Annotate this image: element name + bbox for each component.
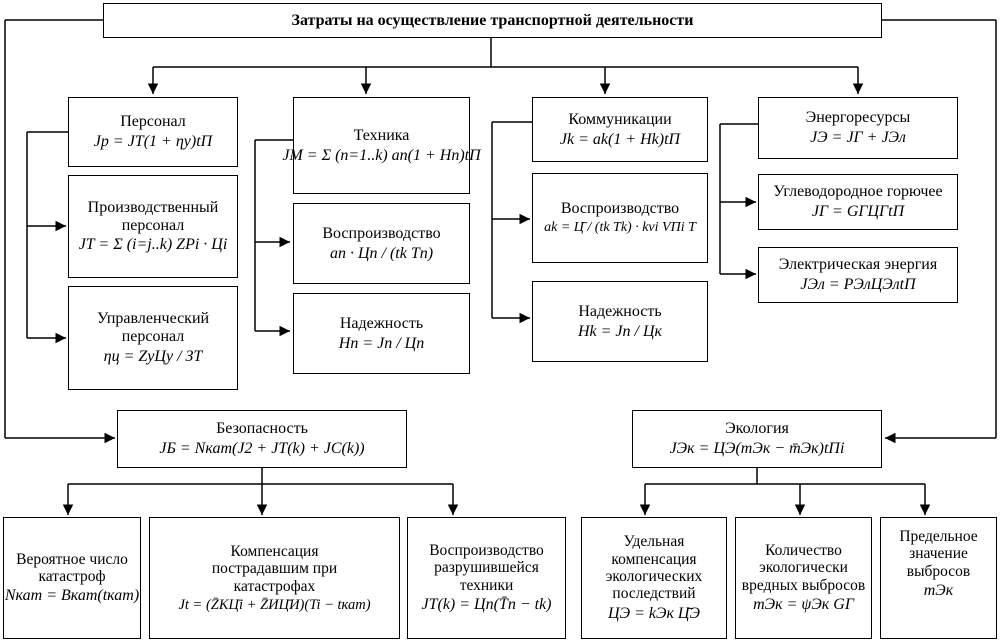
- personnel-title: Персонал: [120, 113, 186, 131]
- destroyed-technics-formula: JT(k) = Цn(T̄n − tk): [421, 596, 552, 614]
- emission-limit-box: Предельное значение выбросов mЭк: [880, 517, 997, 639]
- safety-box: Безопасность JБ = Nкат(J2 + JT(k) + JC(k…: [117, 410, 407, 468]
- technics-reliability-title: Надежность: [339, 314, 424, 332]
- victims-compensation-formula: Jt = (Z̄KЦ̄i + Z̄ИЦ̄И)(Ti − tкат): [178, 596, 371, 613]
- fuel-box: Углеводородное горючее JГ = GГЦГtП: [758, 174, 958, 230]
- ecological-compensation-box: Удельная компенсация экологических после…: [581, 517, 727, 639]
- energy-box: Энергоресурсы JЭ = JГ + JЭл: [758, 97, 958, 159]
- personnel-formula: Jp = JT(1 + ηу)tП: [93, 133, 213, 150]
- technics-reproduction-box: Воспроизводство an · Цn / (tk Tn): [293, 203, 470, 284]
- emission-limit-title: Предельное значение выбросов: [899, 528, 978, 580]
- production-personnel-formula: JT = Σ (i=j..k) ZPi · Цi: [78, 236, 228, 254]
- technics-formula: JM = Σ (n=1..k) an(1 + Hn)tП: [282, 146, 481, 164]
- communications-reliability-formula: Hk = Jn / Цк: [577, 322, 663, 340]
- communications-title: Коммуникации: [568, 110, 672, 128]
- harmful-emissions-box: Количество экологически вредных выбросов…: [735, 517, 872, 639]
- technics-reproduction-formula: an · Цn / (tk Tn): [329, 244, 434, 262]
- energy-formula: JЭ = JГ + JЭл: [810, 129, 906, 146]
- electric-energy-title: Электрическая энергия: [778, 256, 938, 274]
- destroyed-technics-title: Воспроизводство разрушившейся техники: [429, 542, 544, 594]
- emission-limit-formula: mЭк: [923, 582, 954, 600]
- technics-title: Техника: [353, 126, 410, 144]
- root-title: Затраты на осуществление транспортной де…: [291, 11, 694, 29]
- technics-box: Техника JM = Σ (n=1..k) an(1 + Hn)tП: [282, 97, 481, 194]
- management-personnel-title: Управленческий персонал: [96, 310, 210, 346]
- energy-title: Энергоресурсы: [805, 109, 911, 127]
- probable-catastrophes-box: Вероятное число катастроф Nкат = Bкат(tк…: [3, 517, 141, 639]
- ecological-compensation-formula: ЦЭ = kЭк Ц̄Э: [608, 604, 700, 622]
- technics-reproduction-title: Воспроизводство: [322, 224, 441, 242]
- production-personnel-box: Производственный персонал JT = Σ (i=j..k…: [68, 175, 238, 278]
- harmful-emissions-formula: mЭк = ψЭк GГ: [753, 596, 854, 614]
- ecology-title: Экология: [725, 420, 789, 438]
- victims-compensation-title: Компенсация пострадавшим при катастрофах: [211, 542, 338, 595]
- production-personnel-title: Производственный персонал: [87, 198, 219, 234]
- management-personnel-box: Управленческий персонал ηц = ZуЦу / ЗT: [68, 286, 238, 390]
- destroyed-technics-box: Воспроизводство разрушившейся техники JT…: [407, 517, 566, 639]
- ecology-formula: JЭк = ЦЭ(mЭк − m̄Эк)tПi: [669, 440, 845, 457]
- communications-reproduction-box: Воспроизводство ak = Ц̄ / (tk Tk) · kvi …: [532, 173, 708, 263]
- victims-compensation-box: Компенсация пострадавшим при катастрофах…: [149, 517, 400, 639]
- communications-reproduction-title: Воспроизводство: [560, 200, 680, 218]
- personnel-box: Персонал Jp = JT(1 + ηу)tП: [68, 97, 238, 167]
- fuel-formula: JГ = GГЦГtП: [811, 203, 905, 220]
- ecological-compensation-title: Удельная компенсация экологических после…: [605, 533, 703, 603]
- communications-reliability-title: Надежность: [578, 302, 662, 320]
- probable-catastrophes-formula: Nкат = Bкат(tкат): [4, 587, 140, 605]
- communications-formula: Jk = ak(1 + Hk)tП: [559, 130, 681, 148]
- harmful-emissions-title: Количество экологически вредных выбросов: [741, 542, 866, 594]
- communications-box: Коммуникации Jk = ak(1 + Hk)tП: [532, 97, 708, 162]
- fuel-title: Углеводородное горючее: [773, 183, 943, 201]
- management-personnel-formula: ηц = ZуЦу / ЗT: [103, 347, 203, 365]
- electric-energy-formula: JЭл = PЭлЦЭлtП: [800, 276, 916, 293]
- technics-reliability-box: Надежность Hn = Jn / Цn: [293, 293, 470, 374]
- ecology-box: Экология JЭк = ЦЭ(mЭк − m̄Эк)tПi: [632, 410, 882, 468]
- communications-reliability-box: Надежность Hk = Jn / Цк: [532, 281, 708, 362]
- safety-formula: JБ = Nкат(J2 + JT(k) + JC(k)): [159, 440, 365, 457]
- communications-reproduction-formula: ak = Ц̄ / (tk Tk) · kvi VПi T: [544, 220, 696, 236]
- probable-catastrophes-title: Вероятное число катастроф: [16, 550, 128, 586]
- electric-energy-box: Электрическая энергия JЭл = PЭлЦЭлtП: [758, 247, 958, 303]
- technics-reliability-formula: Hn = Jn / Цn: [338, 334, 425, 352]
- root-box: Затраты на осуществление транспортной де…: [103, 3, 882, 38]
- safety-title: Безопасность: [216, 420, 308, 438]
